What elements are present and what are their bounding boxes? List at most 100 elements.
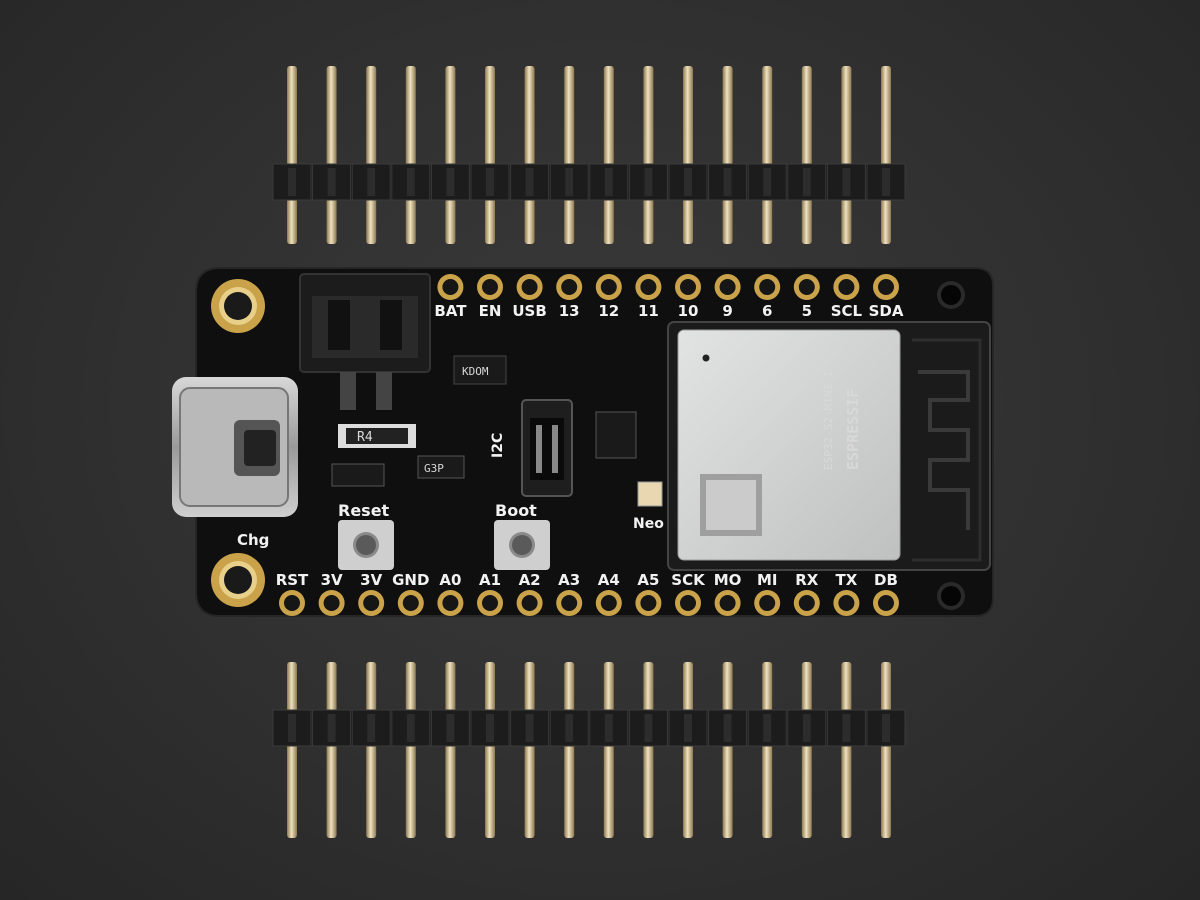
top-header-pin <box>470 66 510 244</box>
chip-r4-label: R4 <box>357 430 373 445</box>
bottom-header-pin <box>470 662 510 838</box>
top-pin-label: 13 <box>559 302 580 320</box>
neo-label: Neo <box>633 516 664 532</box>
bottom-pad: A2 <box>516 571 543 616</box>
bottom-pin-label: 3V <box>321 571 343 589</box>
bottom-header-pin <box>787 662 827 838</box>
top-header-pin <box>312 66 352 244</box>
module-model-label: ESP32-S2-MINI-1 <box>822 371 835 470</box>
chip-g3p-label: G3P <box>424 462 444 475</box>
top-header-pin <box>510 66 550 244</box>
feather-board <box>172 267 994 617</box>
top-pin-label: USB <box>512 302 546 320</box>
top-header-pin <box>866 66 906 244</box>
bottom-pin-label: SCK <box>671 571 706 589</box>
bottom-header-pin <box>312 662 352 838</box>
boot-label: Boot <box>495 501 537 520</box>
top-pad: 6 <box>754 274 781 320</box>
voltage-regulator-chip <box>453 355 507 385</box>
bottom-header-pin <box>628 662 668 838</box>
top-pad: SDA <box>869 274 904 320</box>
level-shifter-chip <box>595 411 637 459</box>
top-header-pin <box>351 66 391 244</box>
top-pin-header <box>272 66 907 244</box>
bottom-header-pin <box>510 662 550 838</box>
top-pad: 9 <box>714 274 741 320</box>
top-header-pin <box>826 66 866 244</box>
battery-jst-connector[interactable] <box>299 273 431 410</box>
mounting-hole-top-left <box>211 279 265 333</box>
top-header-pin <box>589 66 629 244</box>
top-header-pin <box>747 66 787 244</box>
top-header-pin <box>549 66 589 244</box>
top-header-pin <box>787 66 827 244</box>
top-pin-label: SDA <box>869 302 904 320</box>
top-pin-label: 11 <box>638 302 659 320</box>
bottom-pad: A3 <box>556 571 583 616</box>
bottom-pad: A0 <box>437 571 464 616</box>
bottom-pad-row: RST 3V 3V GND A0 A1 A2 A3 A4 A5 SCK MO MI RX TX DB <box>276 571 899 616</box>
bottom-pad: RX <box>793 571 820 616</box>
bottom-pin-label: A5 <box>637 571 659 589</box>
bottom-header-pin <box>272 662 312 838</box>
bottom-header-pin <box>708 662 748 838</box>
stemma-qt-connector[interactable] <box>521 399 573 497</box>
bottom-header-pin <box>351 662 391 838</box>
esp32-module <box>667 321 991 571</box>
top-header-pin <box>628 66 668 244</box>
bottom-pin-label: MO <box>714 571 742 589</box>
top-header-pin <box>272 66 312 244</box>
boot-button[interactable] <box>494 520 550 570</box>
top-pad: SCL <box>831 274 863 320</box>
top-pad: 11 <box>635 274 662 320</box>
top-header-pin <box>430 66 470 244</box>
mosfet-chip <box>331 463 385 487</box>
top-header-pin <box>708 66 748 244</box>
bottom-pad: SCK <box>671 571 706 616</box>
chip-g3p <box>417 455 465 479</box>
bottom-pad: GND <box>392 571 429 616</box>
neopixel-led <box>637 481 663 507</box>
reset-button[interactable] <box>338 520 394 570</box>
bottom-header-pin <box>391 662 431 838</box>
top-pad: EN <box>477 274 503 320</box>
top-pad: USB <box>512 274 547 320</box>
bottom-header-pin <box>668 662 708 838</box>
reset-label: Reset <box>338 501 390 520</box>
bottom-pin-label: RST <box>276 571 309 589</box>
bottom-pad: DB <box>873 571 899 616</box>
top-pad: 13 <box>556 274 583 320</box>
top-pad: 10 <box>675 274 701 320</box>
bottom-pad: MI <box>754 571 781 616</box>
bottom-pin-label: DB <box>874 571 898 589</box>
bottom-pin-label: 3V <box>360 571 382 589</box>
usb-c-connector[interactable] <box>172 377 298 517</box>
bottom-pin-label: GND <box>392 571 429 589</box>
bottom-pad: A1 <box>477 571 503 616</box>
mounting-hole-bottom-left <box>211 553 265 607</box>
bottom-header-pin <box>430 662 470 838</box>
bottom-pin-label: A2 <box>519 571 541 589</box>
top-pad: BAT <box>434 274 467 320</box>
bottom-pad: A5 <box>635 571 662 616</box>
i2c-label: I2C <box>490 433 506 458</box>
bottom-header-pin <box>549 662 589 838</box>
bottom-pin-label: TX <box>836 571 858 589</box>
bottom-header-pin <box>747 662 787 838</box>
mounting-hole-top-right <box>937 281 965 309</box>
top-pad: 12 <box>595 274 622 320</box>
top-header-pin <box>668 66 708 244</box>
bottom-pad: A4 <box>595 571 622 616</box>
bottom-header-pin <box>826 662 866 838</box>
top-pin-label: 5 <box>802 302 812 320</box>
bottom-header-pin <box>589 662 629 838</box>
top-pin-label: 6 <box>762 302 772 320</box>
bottom-pin-label: A4 <box>598 571 620 589</box>
chip-kdom-label: KDOM <box>462 365 489 378</box>
top-pin-label: BAT <box>434 302 467 320</box>
chip-r4 <box>338 424 416 448</box>
top-pin-label: SCL <box>831 302 863 320</box>
top-pin-label: 10 <box>678 302 699 320</box>
bottom-pin-label: A3 <box>558 571 580 589</box>
bottom-pin-label: A1 <box>479 571 501 589</box>
